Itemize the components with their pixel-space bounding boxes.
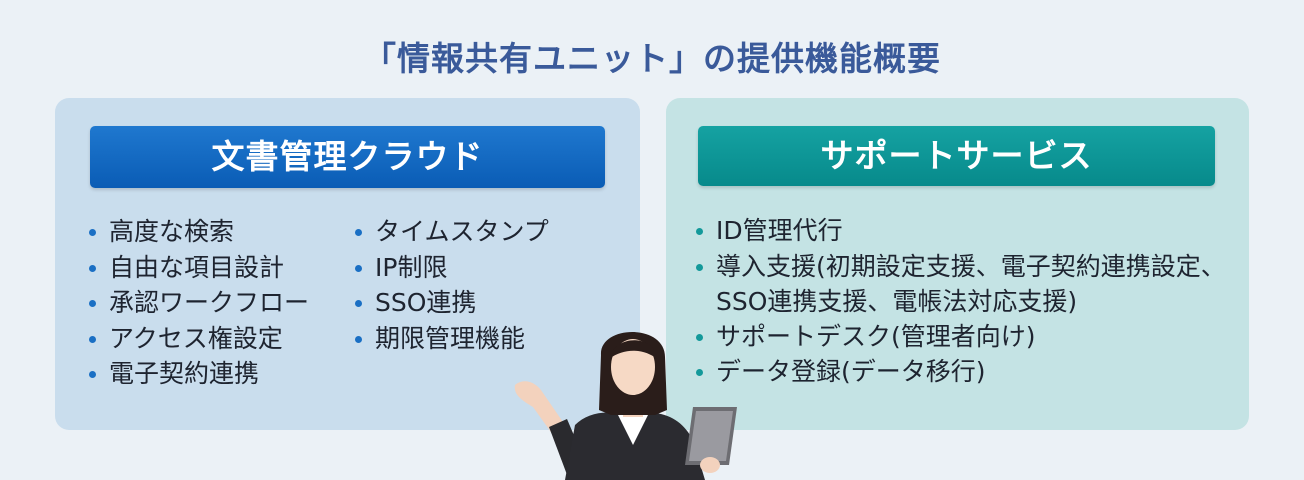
feature-item: タイムスタンプ	[353, 214, 549, 250]
feature-item: アクセス権設定	[87, 321, 309, 357]
feature-item: 電子契約連携	[87, 356, 309, 392]
document-cloud-header: 文書管理クラウド	[90, 126, 605, 188]
feature-item: SSO連携	[353, 285, 549, 321]
feature-item: 高度な検索	[87, 214, 309, 250]
support-service-panel: サポートサービス ID管理代行 導入支援(初期設定支援、電子契約連携設定、SSO…	[666, 98, 1249, 430]
service-item: サポートデスク(管理者向け)	[694, 319, 1226, 355]
feature-item: 期限管理機能	[353, 321, 549, 357]
service-item: ID管理代行	[694, 213, 1226, 249]
service-item: 導入支援(初期設定支援、電子契約連携設定、SSO連携支援、電帳法対応支援)	[694, 249, 1226, 319]
feature-item: 承認ワークフロー	[87, 285, 309, 321]
document-cloud-panel: 文書管理クラウド 高度な検索 自由な項目設計 承認ワークフロー アクセス権設定 …	[55, 98, 640, 430]
support-service-header: サポートサービス	[698, 126, 1215, 186]
feature-item: 自由な項目設計	[87, 250, 309, 286]
document-cloud-features-col2: タイムスタンプ IP制限 SSO連携 期限管理機能	[353, 214, 549, 356]
feature-item: IP制限	[353, 250, 549, 286]
document-cloud-features-col1: 高度な検索 自由な項目設計 承認ワークフロー アクセス権設定 電子契約連携	[87, 214, 309, 392]
page-title: 「情報共有ユニット」の提供機能概要	[363, 39, 941, 78]
service-item: データ登録(データ移行)	[694, 354, 1226, 390]
support-service-list: ID管理代行 導入支援(初期設定支援、電子契約連携設定、SSO連携支援、電帳法対…	[694, 213, 1226, 390]
presenter-illustration	[514, 332, 737, 480]
